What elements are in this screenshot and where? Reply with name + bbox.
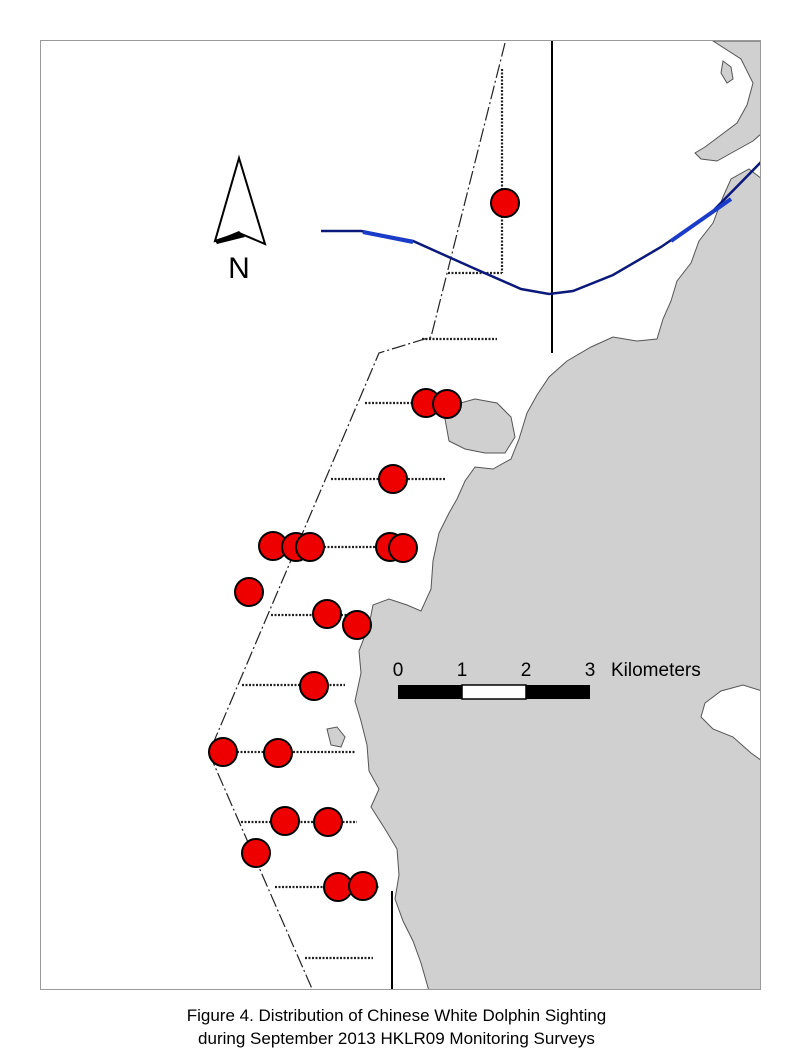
dolphin-sighting-marker xyxy=(295,532,325,562)
dolphin-sighting-marker xyxy=(313,807,343,837)
bridge-road xyxy=(321,161,760,296)
north-arrow-label: N xyxy=(228,252,250,285)
land-northeast-strip xyxy=(720,60,734,84)
dolphin-sighting-marker xyxy=(241,838,271,868)
dolphin-sighting-marker xyxy=(263,738,293,768)
figure-caption-line-1: Figure 4. Distribution of Chinese White … xyxy=(186,1006,607,1025)
land-mainland xyxy=(354,168,760,989)
dolphin-sighting-marker xyxy=(312,599,342,629)
dolphin-sighting-marker xyxy=(490,188,520,218)
dolphin-sighting-marker xyxy=(323,872,353,902)
scale-tick-label: 3 xyxy=(585,660,596,681)
map-frame: N 0 1 2 3 Kilometers xyxy=(40,40,761,990)
figure-caption-line-2: during September 2013 HKLR09 Monitoring … xyxy=(198,1029,595,1048)
land-islet-south xyxy=(326,726,346,748)
dolphin-sighting-marker xyxy=(432,389,462,419)
map-canvas: N 0 1 2 3 Kilometers xyxy=(208,41,760,989)
north-arrow: N xyxy=(213,154,267,285)
scale-tick-label: 0 xyxy=(393,660,404,681)
scale-bar: 0 1 2 3 Kilometers xyxy=(393,660,701,700)
dolphin-sighting-marker xyxy=(208,737,238,767)
dolphin-sighting-marker xyxy=(388,533,418,563)
dolphin-sighting-marker xyxy=(270,806,300,836)
dolphin-sighting-marker xyxy=(378,464,408,494)
scale-tick-label: 2 xyxy=(521,660,532,681)
land-island-north xyxy=(444,398,516,454)
north-arrow-icon xyxy=(213,154,267,246)
scale-tick-label: 1 xyxy=(457,660,468,681)
scale-bar-segment xyxy=(526,685,590,699)
scale-bar-segment xyxy=(461,684,527,700)
dolphin-sighting-marker xyxy=(234,577,264,607)
land-east-coast-notch xyxy=(700,684,760,761)
dolphin-sighting-marker xyxy=(342,610,372,640)
land-northeast xyxy=(694,41,760,162)
dolphin-sightings xyxy=(208,188,520,902)
dolphin-sighting-marker xyxy=(348,871,378,901)
scale-bar-segment xyxy=(398,685,462,699)
land-layer xyxy=(326,41,760,989)
scale-unit-label: Kilometers xyxy=(611,660,701,681)
survey-boundary-line xyxy=(208,42,506,989)
dolphin-sighting-marker xyxy=(299,671,329,701)
